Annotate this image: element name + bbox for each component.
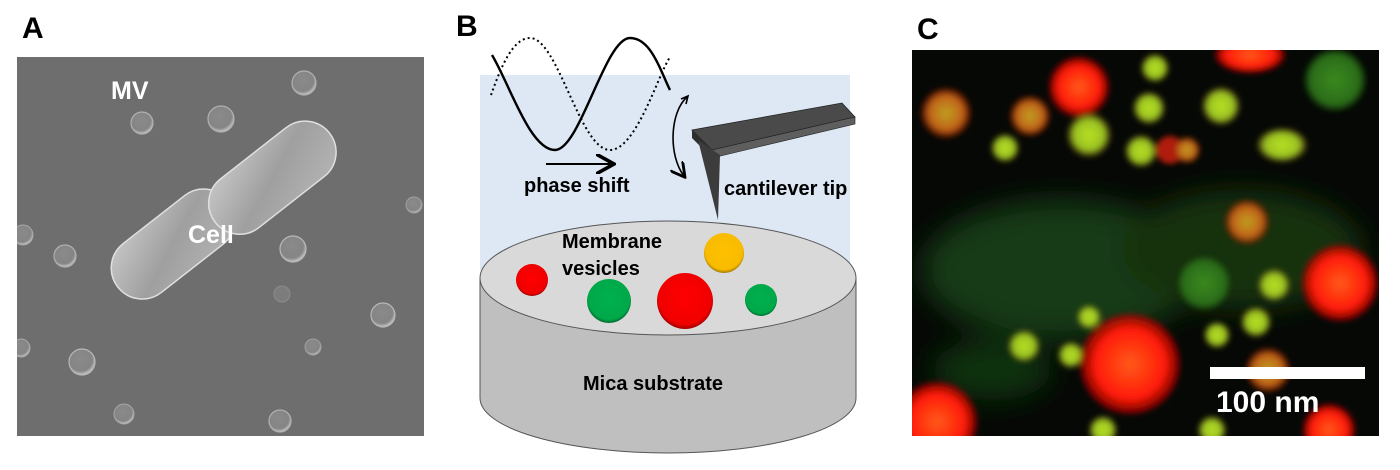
cantilever — [691, 102, 856, 220]
membrane-label: Membrane — [562, 231, 662, 253]
vesicle-yellow — [991, 134, 1019, 162]
vesicle-particle — [268, 409, 292, 433]
vesicle-yellow — [1125, 135, 1157, 167]
vesicle-yellow — [1258, 269, 1290, 301]
oscillation-arrow — [673, 96, 688, 176]
bacterial-cell — [110, 120, 337, 300]
vesicle-particle — [130, 111, 154, 135]
vesicle-particle — [291, 70, 317, 96]
vesicle-particle — [53, 244, 77, 268]
fluorescent-vesicles — [912, 50, 1378, 436]
panel-c-fluorescence-image: 100 nm — [912, 50, 1379, 436]
panel-a-sem-image: MV Cell — [17, 57, 424, 436]
oscillation-arrow-head — [680, 94, 690, 105]
vesicle-red — [1303, 404, 1355, 436]
vesicle-yellow-probed — [704, 233, 744, 273]
vesicle-particle — [370, 302, 396, 328]
reference-wave — [490, 36, 672, 152]
debris-particle — [273, 285, 291, 303]
vesicle-yellow — [1141, 54, 1169, 82]
vesicle-yellow — [1058, 342, 1084, 368]
panel-b-label: B — [456, 10, 478, 43]
vesicle-particle — [304, 338, 322, 356]
phase-shifted-wave — [490, 36, 671, 152]
vesicle-yellow — [1077, 305, 1101, 329]
scale-bar — [1210, 367, 1365, 379]
scale-bar-label: 100 nm — [1216, 386, 1319, 419]
mv-label: MV — [111, 77, 149, 105]
vesicle-red-small — [516, 264, 548, 296]
vesicle-green-large — [587, 279, 631, 323]
cell-upper-half — [207, 120, 337, 235]
vesicle-green — [1303, 50, 1367, 112]
vesicle-red — [912, 382, 977, 436]
vesicle-yellow — [1133, 92, 1165, 124]
vesicle-yellow — [1089, 416, 1117, 436]
vesicle-particle — [207, 105, 235, 133]
vesicle-yellow — [1198, 416, 1226, 436]
vesicle-particle — [279, 235, 307, 263]
vesicles-label: vesicles — [562, 258, 640, 280]
cantilever-tip-label: cantilever tip — [724, 178, 847, 200]
vesicle-particle — [17, 338, 31, 358]
vesicle-orange — [1225, 200, 1269, 244]
vesicle-particle — [17, 224, 34, 246]
vesicles — [516, 233, 777, 329]
vesicle-yellow — [1241, 307, 1271, 337]
mica-substrate — [479, 220, 857, 454]
vesicle-red — [1215, 50, 1285, 73]
vesicle-orange — [921, 88, 971, 138]
vesicle-yellow — [1202, 87, 1240, 125]
cantilever-tip — [698, 140, 720, 220]
vesicle-red — [1049, 57, 1109, 117]
vesicle-particle — [113, 403, 135, 425]
cell-label: Cell — [188, 221, 234, 249]
mica-substrate-label: Mica substrate — [583, 373, 723, 395]
vesicle-yellow — [1008, 330, 1040, 362]
vesicle-yellow — [1204, 322, 1230, 348]
vesicle-orange — [1010, 96, 1050, 136]
vesicle-yellow — [1257, 128, 1307, 162]
vesicle-green — [1176, 255, 1232, 311]
panel-a-label: A — [22, 12, 44, 45]
vesicle-yellow — [1067, 113, 1111, 157]
vesicle-orange — [1174, 137, 1200, 163]
panel-b-afm-schematic: phase shift cantilever tip Membrane vesi… — [479, 36, 857, 454]
vesicle-red-large — [657, 273, 713, 329]
vesicle-particle — [405, 196, 423, 214]
vesicle-red-large — [1080, 314, 1180, 414]
vesicle-particle — [68, 348, 96, 376]
vesicle-red — [1302, 245, 1378, 321]
phase-shift-label: phase shift — [524, 175, 630, 197]
vesicle-green-small — [745, 284, 777, 316]
panel-c-label: C — [917, 13, 939, 46]
